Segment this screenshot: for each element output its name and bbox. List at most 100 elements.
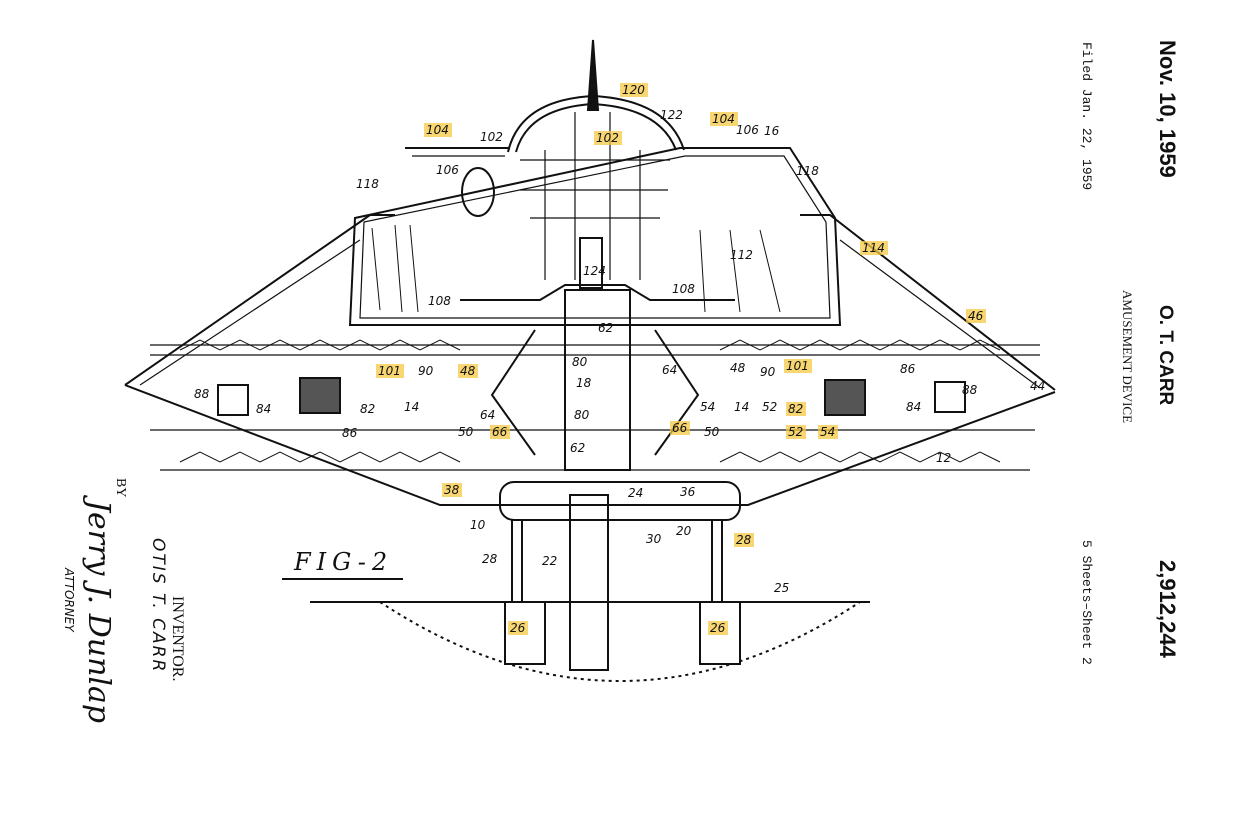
reference-numeral: 90: [418, 364, 434, 378]
reference-numeral: 64: [480, 408, 495, 422]
highlight-mark: [508, 621, 528, 635]
upper-hull: [124, 214, 1056, 391]
by-label: BY: [113, 478, 128, 498]
reference-numeral: 44: [1030, 379, 1045, 393]
reference-numeral-text: 66: [672, 421, 688, 435]
reference-numeral-text: 86: [342, 426, 358, 440]
patent-number: 2,912,244: [1154, 560, 1180, 658]
reference-numeral: 106: [436, 163, 459, 177]
reference-numeral-text: 36: [680, 485, 696, 499]
reference-numeral: 122: [660, 108, 683, 122]
filed-date: Filed Jan. 22, 1959: [1079, 42, 1098, 190]
highlight-mark: [490, 425, 510, 439]
highlight-mark: [784, 359, 812, 373]
highlight-mark: [594, 131, 622, 145]
reference-numeral-text: 82: [788, 402, 803, 416]
reference-numeral: 88: [962, 383, 978, 397]
reference-numeral: 66: [490, 425, 510, 439]
highlight-mark: [458, 364, 478, 378]
reference-numeral-text: 28: [482, 552, 498, 566]
reference-numeral-text: 28: [736, 533, 752, 547]
saucer-structure: [124, 39, 1056, 682]
reference-numeral: 50: [458, 425, 474, 439]
patent-number-text: 2,912,244: [1155, 560, 1180, 658]
reference-numeral-text: 106: [736, 123, 759, 137]
reference-numeral-text: 108: [428, 294, 451, 308]
device-title: AMUSEMENT DEVICE: [1119, 290, 1138, 423]
reference-numeral-text: 82: [360, 402, 375, 416]
inventor-heading: INVENTOR.: [169, 596, 186, 682]
central-hub: [460, 284, 735, 301]
reference-numeral: 28: [482, 552, 498, 566]
highlight-mark: [708, 621, 728, 635]
highlight-mark: [786, 425, 806, 439]
reference-numeral-text: 106: [436, 163, 459, 177]
reference-numeral-text: 25: [774, 581, 789, 595]
attorney-signature: Jerry J. Dunlap: [81, 500, 116, 724]
reference-numeral-text: 102: [596, 131, 619, 145]
reference-numeral: 48: [458, 364, 478, 378]
figure-label: FIG-2: [282, 548, 404, 580]
reference-numeral-text: 48: [730, 361, 746, 375]
date-text: Nov. 10, 1959: [1155, 40, 1180, 178]
reference-numeral: 12: [936, 451, 951, 465]
reference-numeral: 25: [774, 581, 789, 595]
highlight-mark: [710, 112, 738, 126]
dome: [507, 94, 685, 153]
reference-numeral-text: 122: [660, 108, 683, 122]
reference-numeral-text: 84: [256, 402, 271, 416]
device-title-text: AMUSEMENT DEVICE: [1120, 290, 1135, 424]
reference-numeral: 102: [594, 131, 622, 145]
reference-numeral-text: 44: [1030, 379, 1045, 393]
reference-numeral: 108: [428, 294, 451, 308]
reference-numeral-text: 101: [378, 364, 401, 378]
reference-numeral: 62: [598, 321, 613, 335]
reference-numeral: 38: [442, 483, 462, 497]
reference-numeral-text: 104: [712, 112, 735, 126]
reference-numeral: 86: [342, 426, 358, 440]
reference-numeral-text: 54: [700, 400, 715, 414]
spire: [586, 39, 600, 111]
patent-date: Nov. 10, 1959: [1154, 40, 1180, 178]
reference-numeral: 101: [784, 359, 812, 373]
reference-numeral: 14: [734, 400, 749, 414]
reference-numeral: 80: [572, 355, 588, 369]
reference-numeral-text: 101: [786, 359, 809, 373]
reference-numeral: 90: [760, 365, 776, 379]
center-post: [569, 494, 609, 671]
reference-numeral: 54: [818, 425, 838, 439]
reference-numeral: 48: [730, 361, 746, 375]
reference-numeral-text: 118: [356, 177, 379, 191]
reference-numeral-text: 24: [628, 486, 643, 500]
reference-numeral-text: 20: [676, 524, 692, 538]
reference-numeral: 106: [736, 123, 759, 137]
inventor-short-text: O. T. CARR: [1155, 305, 1176, 406]
reference-numeral-text: 10: [470, 518, 486, 532]
reference-numeral-text: 112: [730, 248, 753, 262]
reference-numeral-text: 48: [460, 364, 476, 378]
reference-numeral: 66: [670, 421, 690, 435]
highlight-mark: [424, 123, 452, 137]
reference-numeral: 104: [424, 123, 452, 137]
filed-text: Filed Jan. 22, 1959: [1079, 42, 1094, 191]
reference-numeral: 101: [376, 364, 404, 378]
reference-numeral-text: 50: [704, 425, 720, 439]
reference-numeral-text: 50: [458, 425, 474, 439]
reference-numeral: 62: [570, 441, 585, 455]
highlight-mark: [376, 364, 404, 378]
base-ring: [499, 481, 741, 521]
reference-numeral-text: 80: [572, 355, 588, 369]
reference-numeral: 16: [764, 124, 780, 138]
reference-numeral-text: 26: [510, 621, 526, 635]
inventor-name: OTIS T. CARR: [148, 538, 168, 674]
reference-numeral-text: 86: [900, 362, 916, 376]
sheets: 5 Sheets–Sheet 2: [1079, 540, 1098, 665]
reference-numeral-text: 62: [598, 321, 613, 335]
reference-numeral-text: 108: [672, 282, 695, 296]
highlight-mark: [966, 309, 986, 323]
reference-numeral-text: 104: [426, 123, 449, 137]
reference-numeral: 46: [966, 309, 986, 323]
reference-numeral: 82: [786, 402, 806, 416]
